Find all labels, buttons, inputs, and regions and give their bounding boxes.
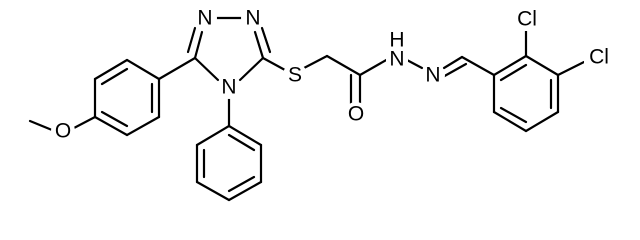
bond	[100, 67, 129, 86]
bond	[260, 26, 272, 54]
bond	[100, 110, 129, 128]
bond	[227, 180, 263, 202]
chlorine-2-label: Cl	[517, 8, 537, 31]
bond	[442, 55, 464, 70]
bond	[261, 56, 287, 72]
bond	[492, 110, 528, 133]
atom-labels: O N N N S O H N N Cl Cl	[51, 6, 614, 143]
bond	[195, 124, 231, 147]
bond	[238, 56, 265, 82]
bond	[499, 106, 528, 124]
bond	[227, 124, 263, 147]
atom-mask	[283, 63, 307, 87]
atom-mask	[241, 6, 265, 30]
bond	[186, 26, 197, 54]
atom-mask	[386, 30, 408, 67]
atom-mask	[344, 102, 368, 126]
bond	[157, 56, 197, 81]
bond	[72, 115, 97, 130]
bond	[524, 110, 560, 133]
sulfur-label: S	[288, 64, 302, 87]
bond	[358, 57, 390, 77]
atom-mask	[217, 75, 241, 99]
atom-mask	[421, 63, 445, 87]
triazole-n4-label: N	[221, 76, 236, 99]
bond	[460, 55, 496, 77]
triazole-n2-label: N	[245, 7, 260, 30]
bond	[302, 54, 329, 70]
bonds	[28, 16, 586, 202]
bond	[93, 115, 129, 137]
hydrazide-h-label: H	[389, 29, 404, 52]
bond	[227, 133, 256, 152]
chlorine-3-label: Cl	[589, 46, 609, 69]
atom-mask	[513, 7, 541, 31]
bond	[195, 180, 231, 202]
hydrazide-n-label: N	[389, 48, 404, 71]
bond	[325, 54, 362, 77]
bond	[524, 54, 560, 77]
bond	[227, 175, 256, 193]
bond	[439, 62, 468, 80]
imine-n-label: N	[425, 64, 440, 87]
bond	[499, 63, 528, 82]
bond	[253, 30, 265, 60]
bond	[193, 56, 220, 82]
atom-mask	[584, 45, 614, 69]
bond	[492, 54, 528, 77]
bond	[125, 58, 161, 81]
bond	[193, 30, 204, 60]
carbonyl-oxygen-label: O	[348, 103, 364, 126]
bond	[125, 115, 161, 137]
bond	[93, 58, 129, 81]
bond	[28, 119, 54, 132]
atom-mask	[193, 6, 217, 30]
bond	[556, 60, 586, 77]
chemical-structure: O N N N S O H N N Cl Cl	[28, 6, 614, 202]
methoxy-oxygen-label: O	[55, 120, 71, 143]
atom-mask	[51, 119, 75, 143]
triazole-n1-label: N	[197, 7, 212, 30]
